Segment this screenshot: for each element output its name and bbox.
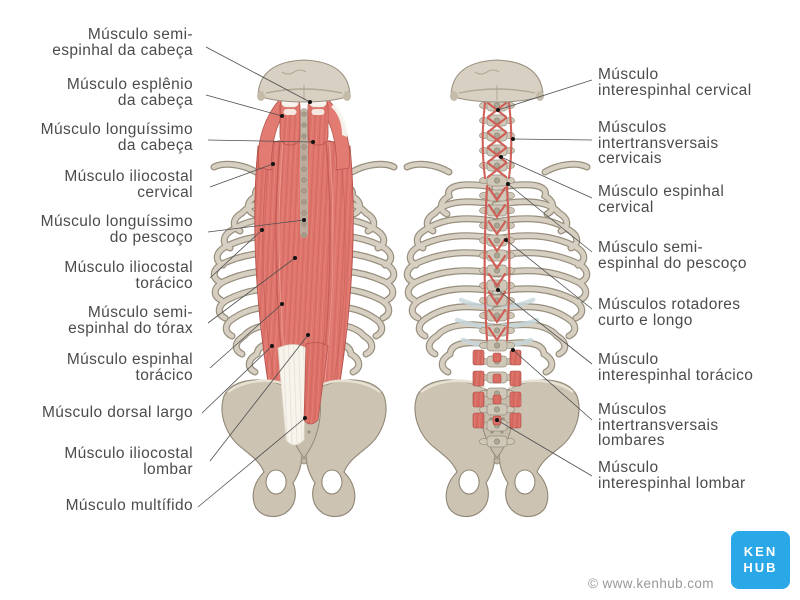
label-multifido: Músculo multífido: [65, 497, 193, 514]
label-rotadores: Músculos rotadores curto e longo: [598, 296, 741, 329]
deep-cervical-muscles: [481, 101, 513, 180]
deep-lumbar-muscles: [472, 349, 522, 429]
label-iliocostal-toracico: Músculo iliocostal torácico: [64, 259, 193, 292]
spinous-processes: [301, 111, 307, 238]
thoracolumbar-fascia: [277, 344, 307, 446]
label-intertransversais-cervicais: Músculos intertransversais cervicais: [598, 119, 719, 167]
label-dorsal-largo: Músculo dorsal largo: [41, 404, 193, 421]
label-semiespinhal-torax: Músculo semi- espinhal do tórax: [68, 304, 193, 337]
occipital-bone: [449, 59, 545, 103]
label-semiespinhal-pescoco: Músculo semi- espinhal do pescoço: [598, 239, 747, 272]
spinous-process-groove: [300, 108, 308, 238]
label-esplenio-cabeca: Músculo esplênio da cabeça: [66, 76, 193, 109]
label-interespinhal-toracico: Músculo interespinhal torácico: [598, 351, 754, 384]
label-longuissimo-pescoco: Músculo longuíssimo do pescoço: [40, 213, 193, 246]
right-figure: [407, 59, 587, 518]
label-iliocostal-cervical: Músculo iliocostal cervical: [64, 168, 193, 201]
deep-thoracic-muscles: [483, 184, 511, 342]
multifidus-muscle: [303, 342, 329, 425]
label-espinhal-toracico: Músculo espinhal torácico: [66, 351, 193, 384]
kenhub-logo-line1: KEN: [743, 544, 778, 559]
kenhub-logo-line2: HUB: [743, 560, 778, 575]
copyright-text: © www.kenhub.com: [588, 576, 714, 591]
left-figure: [214, 59, 394, 518]
kenhub-logo[interactable]: KEN HUB: [731, 531, 790, 589]
label-espinhal-cervical: Músculo espinhal cervical: [598, 183, 725, 216]
label-interespinhal-lombar: Músculo interespinhal lombar: [598, 459, 746, 492]
label-semiespinhal-cabeca: Músculo semi- espinhal da cabeça: [52, 26, 193, 59]
label-interespinhal-cervical: Músculo interespinhal cervical: [598, 66, 752, 99]
label-intertransversais-lombares: Músculos intertransversais lombares: [598, 401, 719, 449]
label-iliocostal-lombar: Músculo iliocostal lombar: [64, 445, 193, 478]
label-dots: [260, 100, 515, 422]
leader-lines: [197, 46, 593, 508]
neck-muscles: [258, 96, 350, 171]
label-longuissimo-cabeca: Músculo longuíssimo da cabeça: [40, 121, 193, 154]
